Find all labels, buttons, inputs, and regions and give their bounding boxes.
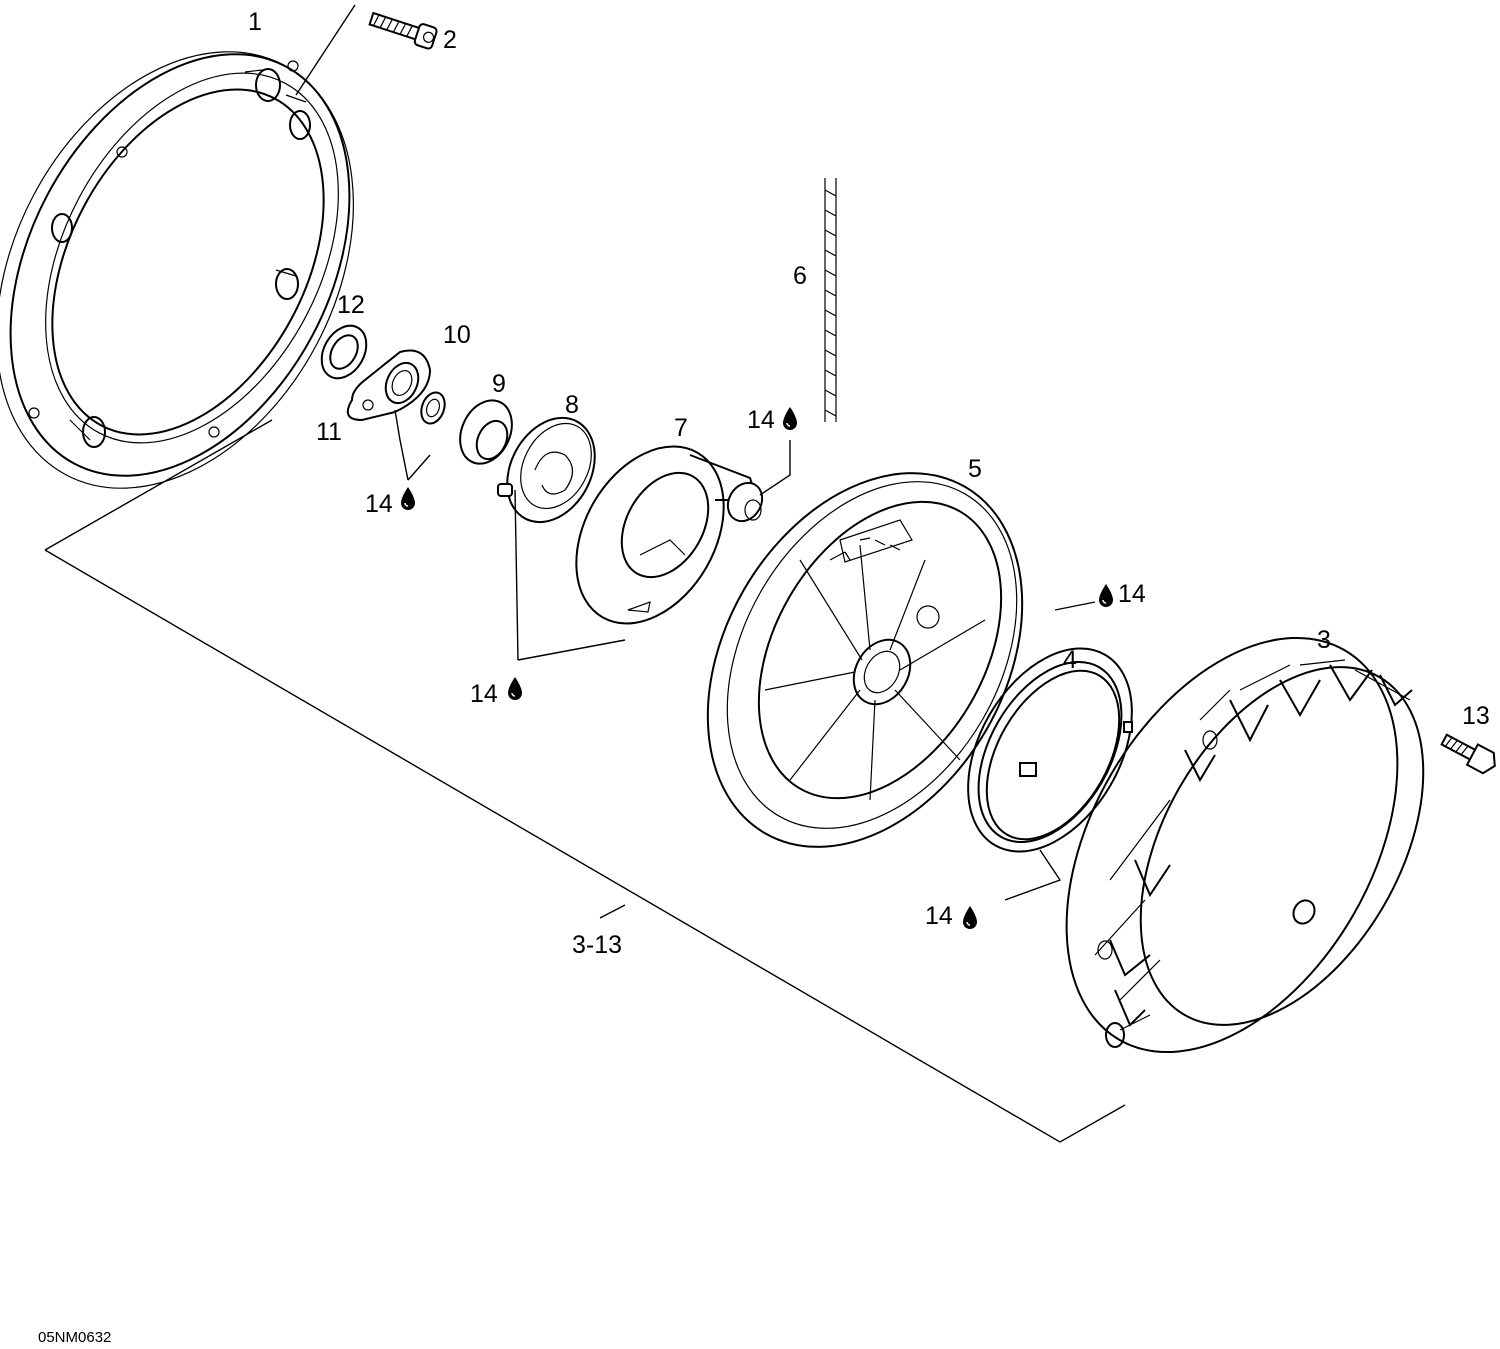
part-10-washer xyxy=(420,391,446,425)
oil-drop-icon-14e xyxy=(963,906,977,929)
part-6-rope xyxy=(824,178,837,422)
callout-14-a: 14 xyxy=(747,406,775,434)
callout-5: 5 xyxy=(968,455,982,483)
callout-13: 13 xyxy=(1462,702,1490,730)
oil-drop-icon-14c xyxy=(508,677,522,700)
callout-14-d: 14 xyxy=(1118,580,1146,608)
part-starter-housing xyxy=(0,51,354,489)
part-8-spring-housing xyxy=(497,416,596,524)
oil-drop-icon-14b xyxy=(401,487,415,510)
figure-code: 05NM0632 xyxy=(38,1329,111,1346)
callout-12: 12 xyxy=(337,291,365,319)
part-9-bushing xyxy=(459,399,513,465)
part-12-ring xyxy=(320,324,368,380)
callout-14-e: 14 xyxy=(925,902,953,930)
callout-2: 2 xyxy=(443,26,457,54)
callout-3-13: 3-13 xyxy=(572,931,622,959)
callout-10: 10 xyxy=(443,321,471,349)
part-4-recoil-spring xyxy=(967,647,1133,853)
callout-9: 9 xyxy=(492,370,506,398)
part-11-bracket xyxy=(346,349,432,422)
callout-14-b: 14 xyxy=(365,490,393,518)
callout-8: 8 xyxy=(565,391,579,419)
part-13-bolt xyxy=(1440,733,1496,775)
callout-1: 1 xyxy=(248,8,262,36)
callout-3: 3 xyxy=(1317,626,1331,654)
callout-6: 6 xyxy=(793,262,807,290)
part-screw xyxy=(368,11,438,50)
part-3-starter-cover xyxy=(1065,636,1425,1054)
oil-drop-icon-14d xyxy=(1099,584,1113,607)
callout-4: 4 xyxy=(1063,646,1077,674)
callout-14-c: 14 xyxy=(470,680,498,708)
callout-11: 11 xyxy=(316,418,342,446)
part-5-pulley xyxy=(706,472,1024,848)
part-7-ratchet xyxy=(575,445,764,625)
callout-7: 7 xyxy=(674,414,688,442)
leader-lines xyxy=(44,4,1126,1143)
oil-drop-icon-14a xyxy=(783,407,797,430)
